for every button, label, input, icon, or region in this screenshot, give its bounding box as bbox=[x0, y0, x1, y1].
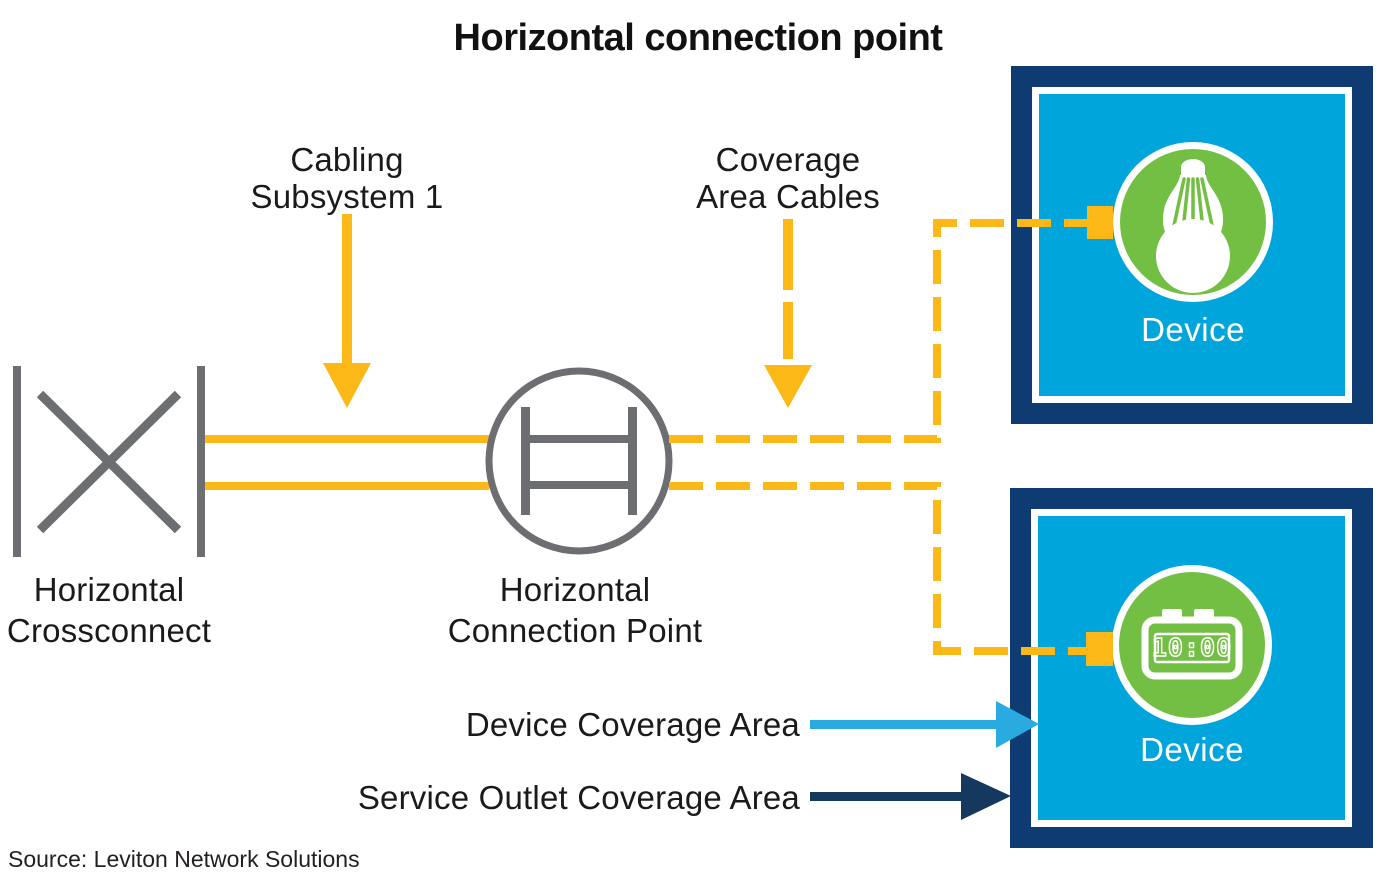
device-box-top: Device bbox=[1011, 66, 1373, 424]
clock-body bbox=[1141, 616, 1243, 680]
dashed-cable-top-branch bbox=[669, 219, 1087, 443]
connection-point-icon bbox=[485, 367, 673, 555]
cable-connector-bottom bbox=[1086, 632, 1113, 666]
arrow-head bbox=[996, 701, 1039, 748]
light-blue-right-arrow-icon bbox=[810, 701, 1039, 748]
device-icon-circle-bottom bbox=[1119, 572, 1265, 718]
crossconnect-icon bbox=[13, 366, 205, 557]
arrow-head bbox=[764, 365, 812, 408]
crossconnect-bar-right bbox=[197, 366, 205, 557]
crossconnect-label-line2: Crossconnect bbox=[7, 612, 211, 649]
arrow-shaft bbox=[342, 214, 352, 364]
connection-point-label-line2: Connection Point bbox=[448, 612, 703, 649]
connection-point-rung-lower bbox=[525, 481, 633, 489]
coverage-area-cables-label-line2: Area Cables bbox=[696, 178, 880, 215]
crossconnect-bar-left bbox=[13, 366, 21, 557]
cable-connector-top bbox=[1087, 206, 1113, 239]
clock-foot-right bbox=[1194, 609, 1214, 618]
digital-clock-icon: 10:00 bbox=[1141, 609, 1243, 680]
device-box-bottom: 10:00 Device bbox=[1010, 488, 1373, 848]
device-label-top: Device bbox=[1141, 311, 1245, 348]
diagram-title: Horizontal connection point bbox=[454, 17, 944, 59]
led-bulb-icon bbox=[1156, 159, 1230, 293]
clock-display-frame bbox=[1153, 632, 1231, 664]
connection-point-bar-left bbox=[521, 407, 530, 515]
dashed-cable-bottom-branch bbox=[669, 482, 1087, 655]
arrow-shaft bbox=[810, 720, 996, 729]
service-outlet-coverage-area-label: Service Outlet Coverage Area bbox=[358, 779, 801, 816]
solid-cable-upper bbox=[205, 435, 489, 443]
navy-right-arrow-icon bbox=[810, 773, 1011, 820]
arrow-head bbox=[323, 363, 371, 408]
clock-display-time: 10:00 bbox=[1152, 633, 1232, 662]
crossconnect-x-line2 bbox=[36, 390, 182, 534]
bulb-globe bbox=[1156, 219, 1230, 293]
bulb-cap bbox=[1181, 159, 1205, 175]
connection-point-circle bbox=[485, 367, 673, 555]
connection-point-bar-right bbox=[628, 407, 637, 515]
crossconnect-label-line1: Horizontal bbox=[34, 571, 185, 608]
arrow-shaft bbox=[810, 792, 961, 801]
arrow-dash-2 bbox=[783, 302, 793, 359]
device-coverage-area-label: Device Coverage Area bbox=[466, 706, 801, 743]
arrow-head bbox=[961, 773, 1011, 820]
yellow-down-arrow-dashed-icon bbox=[764, 219, 812, 408]
device-label-bottom: Device bbox=[1140, 731, 1244, 768]
clock-foot-left bbox=[1162, 609, 1182, 618]
connection-point-label-line1: Horizontal bbox=[500, 571, 651, 608]
cabling-subsystem-label-line2: Subsystem 1 bbox=[251, 178, 444, 215]
cabling-subsystem-label-line1: Cabling bbox=[290, 141, 403, 178]
solid-cable-lower bbox=[205, 482, 489, 490]
arrow-dash-1 bbox=[783, 219, 793, 290]
connection-point-rung-upper bbox=[525, 435, 633, 443]
yellow-down-arrow-solid-icon bbox=[323, 214, 371, 408]
coverage-area-cables-label-line1: Coverage bbox=[716, 141, 861, 178]
source-caption: Source: Leviton Network Solutions bbox=[8, 846, 360, 872]
